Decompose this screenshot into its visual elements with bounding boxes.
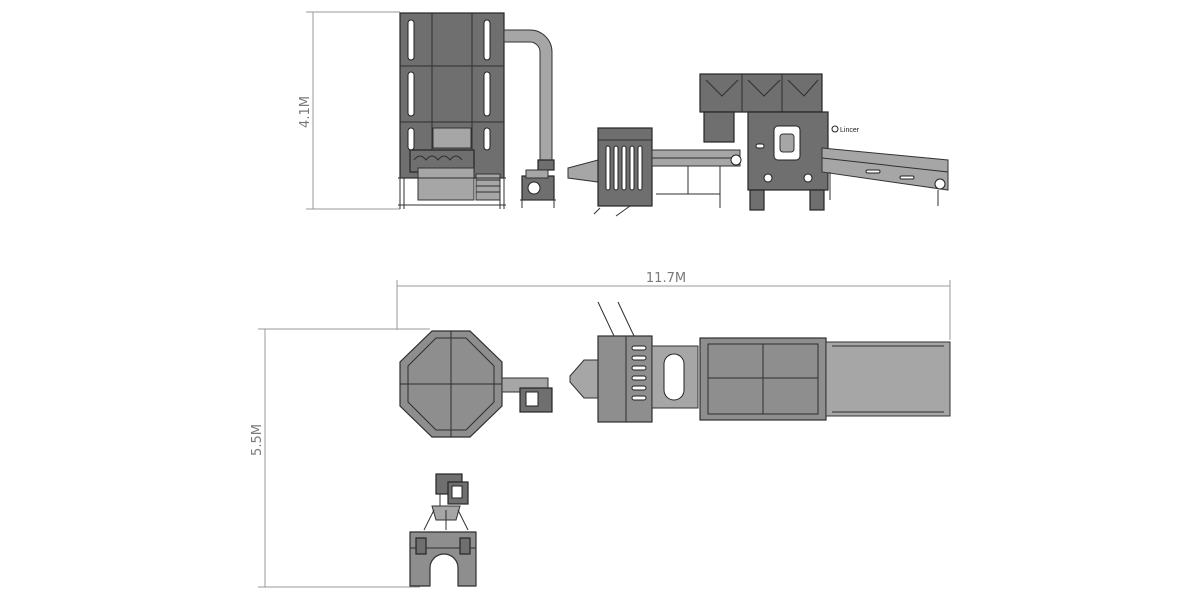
feed-conveyor-side (651, 149, 742, 208)
hammer-rows (631, 345, 647, 401)
hammer-mill-side (567, 127, 653, 217)
brand-logo: Lincer (831, 125, 860, 134)
width-dimension: 5.5M (250, 328, 430, 588)
discharge-conveyor-plan (825, 341, 951, 417)
discharge-conveyor-side (821, 147, 949, 206)
length-dimension: 11.7M (396, 271, 951, 340)
blower-duct (503, 29, 555, 171)
blower-unit-side (520, 169, 556, 208)
height-dimension: 4.1M (298, 11, 400, 210)
shredder-side (699, 73, 829, 211)
height-dimension-label: 4.1M (298, 96, 313, 128)
feed-conveyor-plan (651, 345, 699, 409)
width-dimension-label: 5.5M (250, 424, 265, 456)
hammer-mill-plan (569, 301, 653, 423)
brand-logo-text: Lincer (840, 127, 860, 134)
storage-silo-side (398, 12, 506, 209)
shredder-plan (699, 337, 827, 421)
storage-silo-plan (399, 330, 503, 438)
length-dimension-label: 11.7M (646, 271, 686, 286)
blower-plan (501, 377, 553, 413)
end-view-assembly (409, 473, 477, 587)
